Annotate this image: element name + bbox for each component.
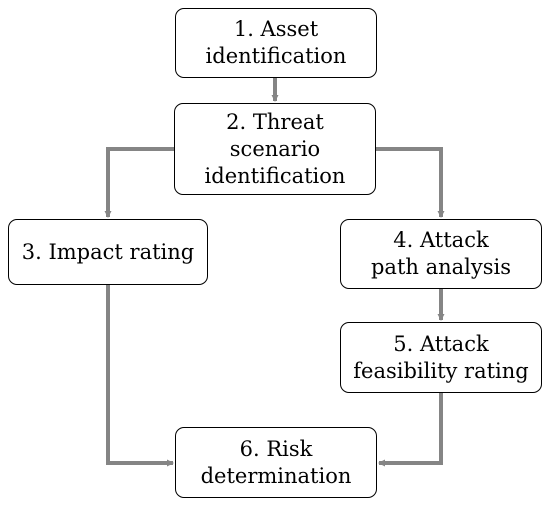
node-line: 5. Attack [393,331,489,356]
node-line: path analysis [370,255,512,279]
arrow-threat-to-attack-path [376,147,445,218]
node-line: 2. Threat [226,109,324,134]
node-line: feasibility rating [353,358,529,383]
node-line: 4. Attack [393,228,489,252]
node-line: identification [204,163,346,188]
node-line: 6. Risk [239,436,313,461]
node-line: identification [205,44,347,68]
node-impact-rating: 3. Impact rating [8,219,208,285]
arrow-threat-to-impact [104,147,174,218]
node-threat-scenario-identification: 2. Threat scenario identification [174,103,376,195]
arrow-feasibility-to-risk [378,393,443,467]
arrow-impact-to-risk [106,285,174,467]
node-line: determination [200,463,352,488]
node-attack-path-analysis: 4. Attack path analysis [340,219,542,289]
node-asset-identification: 1. Asset identification [175,8,377,78]
node-line: scenario [229,136,321,161]
node-risk-determination: 6. Risk determination [175,427,377,498]
node-attack-feasibility-rating: 5. Attack feasibility rating [340,322,542,393]
node-line: 3. Impact rating [21,239,195,264]
node-line: 1. Asset [233,17,319,41]
